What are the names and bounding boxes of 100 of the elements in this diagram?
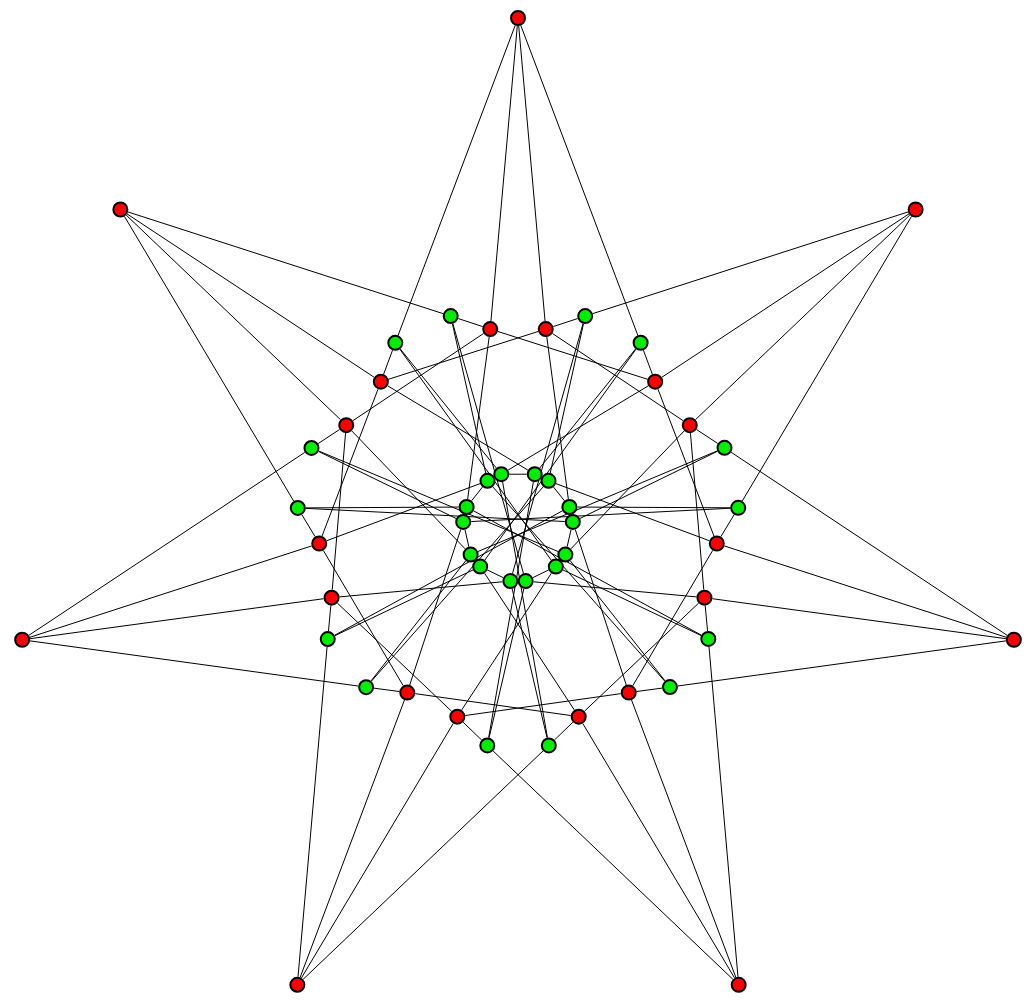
graph-vertex bbox=[311, 535, 328, 552]
graph-edge bbox=[352, 333, 485, 422]
graph-vertex bbox=[632, 334, 649, 351]
graph-edge bbox=[28, 451, 306, 636]
graph-vertex bbox=[716, 439, 733, 456]
graph-edge bbox=[631, 699, 737, 978]
graph-vertex bbox=[387, 334, 404, 351]
graph-edge bbox=[126, 213, 375, 378]
graph-edge bbox=[723, 545, 1007, 638]
graph-edge bbox=[546, 336, 569, 500]
graph-edge bbox=[451, 323, 487, 474]
graph-edge bbox=[566, 529, 572, 548]
graph-edge bbox=[570, 430, 685, 550]
graph-edge bbox=[704, 605, 709, 632]
graph-edge bbox=[553, 486, 565, 502]
graph-vertex bbox=[319, 631, 336, 648]
graph-edge bbox=[397, 25, 516, 336]
graph-edge bbox=[539, 348, 637, 469]
graph-edge bbox=[497, 331, 649, 380]
graph-vertex bbox=[449, 708, 466, 725]
graph-edge bbox=[508, 473, 528, 475]
graph-vertex bbox=[647, 373, 664, 390]
graph-vertex bbox=[442, 308, 459, 325]
graph-edge bbox=[695, 214, 911, 421]
graph-edge bbox=[661, 213, 910, 378]
graph-edge bbox=[592, 211, 909, 315]
graph-vertex bbox=[708, 535, 725, 552]
graph-vertex bbox=[661, 679, 678, 696]
graph-vertex bbox=[540, 472, 557, 489]
graph-edge bbox=[399, 348, 497, 469]
graph-edge bbox=[492, 750, 734, 980]
graph-edge bbox=[305, 506, 460, 509]
graph-edge bbox=[551, 333, 684, 422]
graph-vertex bbox=[289, 976, 306, 993]
graph-edge bbox=[502, 481, 548, 739]
graph-vertex bbox=[681, 417, 698, 434]
graph-edge bbox=[488, 588, 525, 739]
graph-edge bbox=[511, 588, 548, 739]
graph-edge bbox=[486, 569, 504, 579]
graph-edge bbox=[399, 348, 552, 561]
graph-edge bbox=[321, 388, 379, 537]
graph-edge bbox=[484, 348, 637, 561]
graph-edge bbox=[462, 721, 483, 741]
graph-edge bbox=[29, 545, 313, 638]
graph-edge bbox=[579, 450, 718, 519]
graph-vertex bbox=[577, 308, 594, 325]
graph-vertex bbox=[479, 737, 496, 754]
graph-vertex bbox=[561, 499, 578, 515]
graph-vertex bbox=[458, 499, 475, 515]
graph-edge bbox=[574, 529, 627, 686]
graph-vertex bbox=[730, 976, 747, 993]
graph-edge bbox=[490, 25, 518, 322]
graph-edge bbox=[555, 483, 710, 542]
graph-edge bbox=[452, 323, 524, 574]
graph-vertex bbox=[112, 201, 129, 218]
graph-edge bbox=[562, 569, 702, 636]
graph-edge bbox=[708, 646, 739, 978]
graph-edge bbox=[457, 318, 484, 328]
graph-edge bbox=[297, 646, 328, 978]
graph-edge bbox=[370, 486, 544, 682]
graph-edge bbox=[512, 323, 584, 574]
graph-vertex bbox=[358, 679, 375, 696]
graph-edge bbox=[331, 432, 347, 591]
graph-edge bbox=[127, 211, 444, 315]
graph-vertex bbox=[537, 321, 554, 338]
graph-edge bbox=[123, 215, 295, 502]
graph-edge bbox=[414, 693, 572, 717]
graph-edge bbox=[549, 323, 584, 474]
graph-edge bbox=[318, 450, 457, 519]
graph-vertex bbox=[472, 558, 489, 575]
graph-vertex bbox=[455, 513, 472, 530]
graph-edge bbox=[317, 429, 341, 445]
graph-vertex bbox=[338, 417, 355, 434]
graph-edge bbox=[383, 349, 393, 375]
graph-vertex bbox=[570, 708, 587, 725]
graph-edge bbox=[373, 687, 400, 692]
graph-edge bbox=[554, 721, 574, 741]
graph-edge bbox=[711, 598, 1007, 640]
graph-edge bbox=[520, 25, 639, 336]
graph-edge bbox=[677, 640, 1007, 687]
graph-vertex bbox=[399, 684, 416, 701]
graph-edge bbox=[741, 215, 913, 502]
graph-vertex bbox=[510, 10, 526, 26]
graph-edge bbox=[370, 560, 467, 682]
graph-vertex bbox=[907, 201, 924, 218]
graph-edge bbox=[484, 572, 575, 711]
graph-vertex bbox=[526, 466, 543, 483]
graph-edge bbox=[328, 605, 332, 632]
graph-edge bbox=[518, 25, 546, 322]
graph-edge bbox=[632, 549, 714, 687]
graph-edge bbox=[387, 331, 539, 380]
graph-edge bbox=[576, 506, 731, 509]
graph-edge bbox=[29, 598, 325, 640]
graph-edge bbox=[552, 318, 579, 328]
graph-edge bbox=[318, 450, 559, 552]
graph-edge bbox=[339, 581, 503, 598]
graph-edge bbox=[582, 723, 736, 979]
graph-vertex bbox=[696, 589, 713, 606]
graph-edge bbox=[336, 602, 452, 712]
graph-edge bbox=[326, 483, 481, 542]
